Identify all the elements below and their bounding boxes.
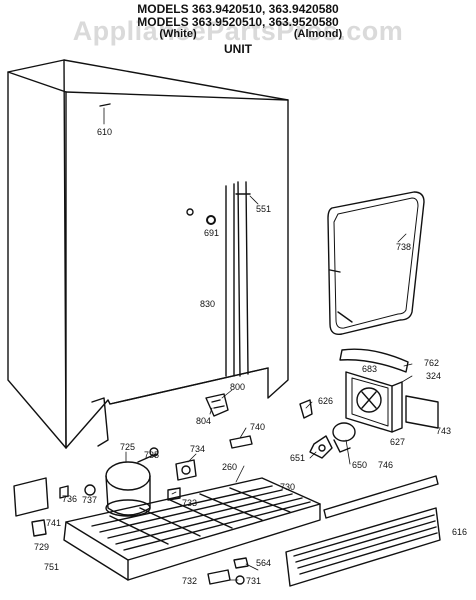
leader-lines (103, 107, 413, 581)
cabinet (7, 59, 289, 449)
label-734: 734 (190, 444, 205, 454)
label-762: 762 (424, 358, 439, 368)
bar-746 (323, 475, 439, 519)
fan-bracket-627 (345, 371, 403, 433)
label-551: 551 (256, 204, 271, 214)
models-line-1: MODELS 363.9420510, 363.9420580 (137, 2, 339, 16)
clip-740 (229, 435, 253, 449)
label-651: 651 (290, 453, 305, 463)
label-725: 725 (120, 442, 135, 452)
label-683: 683 (362, 364, 377, 374)
fan-blade-651 (309, 435, 333, 459)
relay-734 (175, 459, 197, 481)
section-title-unit: UNIT (224, 42, 252, 56)
label-737: 737 (82, 495, 97, 505)
label-324: 324 (426, 371, 441, 381)
label-731: 731 (246, 576, 261, 586)
label-626: 626 (318, 396, 333, 406)
label-616: 616 (452, 527, 467, 537)
label-740: 740 (250, 422, 265, 432)
part-735 (149, 447, 159, 457)
part-736 (59, 485, 69, 499)
label-691: 691 (204, 228, 219, 238)
label-730: 730 (280, 482, 295, 492)
drain-tube-762 (339, 348, 409, 373)
part-733 (167, 487, 181, 501)
label-736: 736 (62, 494, 77, 504)
label-733: 733 (182, 498, 197, 508)
compressor-725 (105, 453, 157, 517)
label-800: 800 (230, 382, 245, 392)
grille-616 (285, 507, 441, 587)
part-737 (84, 484, 96, 496)
label-732: 732 (182, 576, 197, 586)
label-627: 627 (390, 437, 405, 447)
label-751: 751 (44, 562, 59, 572)
label-729: 729 (34, 542, 49, 552)
part-732 (207, 569, 231, 585)
label-743: 743 (436, 426, 451, 436)
fan-motor-650 (332, 422, 356, 453)
label-738: 738 (396, 242, 411, 252)
color-almond-label: (Almond) (293, 28, 343, 40)
bracket-741 (13, 477, 49, 517)
label-746: 746 (378, 460, 393, 470)
label-735: 735 (144, 450, 159, 460)
part-number-labels: 610 551 691 830 738 762 683 324 800 804 … (34, 127, 467, 586)
watermark: AppliancePartsPros.com (72, 16, 404, 46)
label-564: 564 (256, 558, 271, 568)
switch-800-804 (205, 393, 229, 417)
label-804: 804 (196, 416, 211, 426)
part-729 (31, 519, 47, 537)
label-610: 610 (97, 127, 112, 137)
part-564 (233, 557, 249, 569)
base-pan-751 (63, 477, 321, 581)
models-line-2: MODELS 363.9520510, 363.9520580 (137, 15, 339, 29)
label-260: 260 (222, 462, 237, 472)
label-830: 830 (200, 299, 215, 309)
part-626 (299, 399, 313, 419)
gasket-738 (327, 191, 425, 335)
color-white-label: (White) (159, 28, 197, 40)
label-741: 741 (46, 518, 61, 528)
label-650: 650 (352, 460, 367, 470)
panel-743 (405, 395, 439, 429)
